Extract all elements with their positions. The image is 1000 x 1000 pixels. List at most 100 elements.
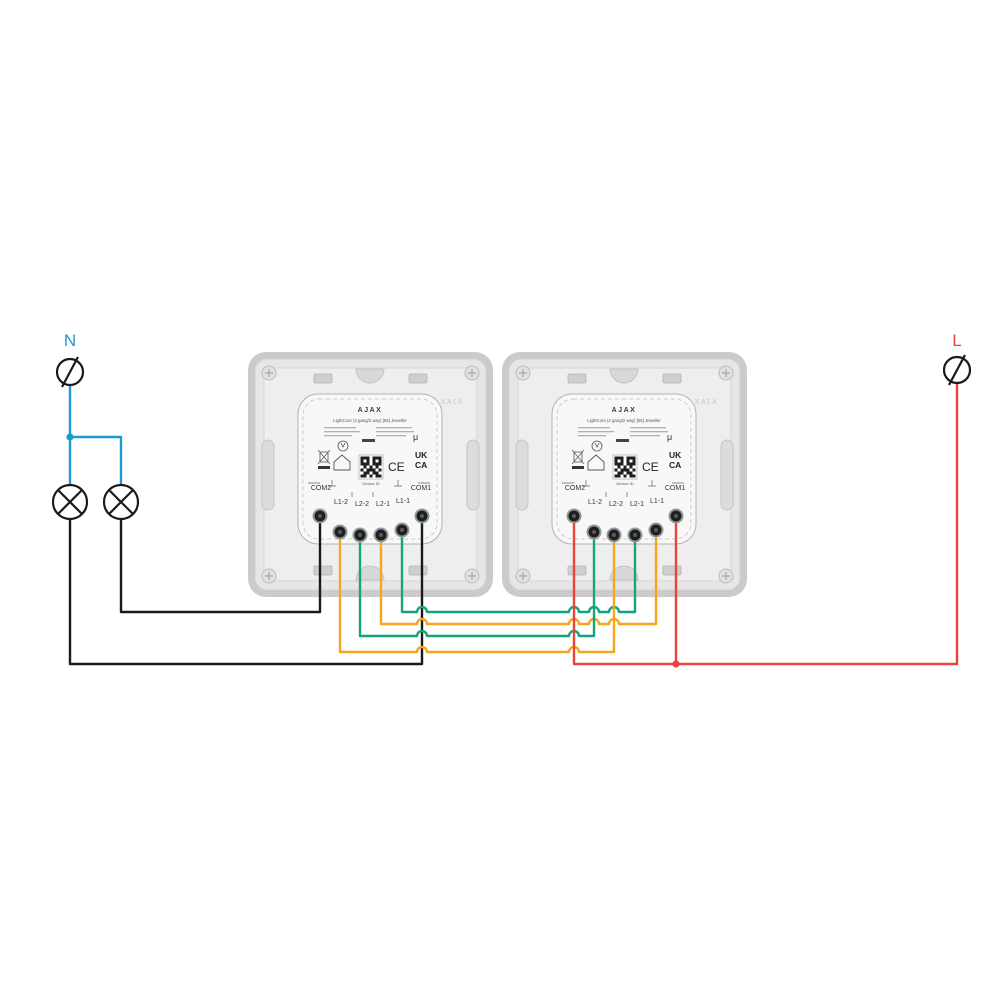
lamp-icon (102, 483, 140, 521)
spec-text-line (578, 427, 610, 429)
terminal-label-2: L2-2 (609, 501, 623, 508)
brand-logo: AJAX (612, 407, 637, 414)
qr-code-icon (612, 454, 638, 480)
mounting-slot (567, 565, 587, 576)
terminal-label-4: L1-1 (396, 498, 410, 505)
terminal-left-4 (394, 522, 410, 538)
bottom-notch (609, 565, 639, 581)
lamp-2-wire-to-left-com2 (119, 514, 322, 614)
relay-schematic (562, 480, 684, 497)
terminal-right-1 (586, 524, 602, 540)
screw-hole-icon (718, 568, 734, 584)
terminal-label-5: COM1 (665, 485, 685, 492)
terminal-label-0: COM2 (565, 485, 585, 492)
lamp-1 (51, 483, 89, 521)
weee-bin-icon (317, 449, 331, 469)
brand-logo: AJAX (358, 407, 383, 414)
terminal-right-4 (648, 522, 664, 538)
terminal-right-5 (668, 508, 684, 524)
terminal-right-2 (606, 527, 622, 543)
side-slot (720, 439, 734, 511)
ukca-mark-ca: CA (669, 460, 681, 470)
screw-hole-icon (464, 365, 480, 381)
lamp-icon (51, 483, 89, 521)
ukca-mark-uk: UK (415, 450, 428, 460)
micro-symbol: μ (667, 432, 672, 442)
terminal-left-0 (312, 508, 328, 524)
spec-text-line (376, 431, 414, 433)
mounting-slot (313, 565, 333, 576)
terminal-block-icon (55, 356, 85, 388)
terminal-left-3 (373, 527, 389, 543)
model-name: LightCore (2 gang/2 way) [55] Jeweller (333, 418, 407, 423)
terminal-label-2: L2-2 (355, 501, 369, 508)
ukca-mark-uk: UK (669, 450, 682, 460)
screw-hole-icon (718, 365, 734, 381)
mounting-slot (408, 373, 428, 384)
screw-hole-icon (515, 568, 531, 584)
terminal-right-0 (566, 508, 582, 524)
indicator-bar (362, 439, 375, 442)
relay-module: AJAX LightCore (2 gang/2 way) [55] Jewell… (551, 393, 697, 545)
terminal-label-4: L1-1 (650, 498, 664, 505)
embossed-brand-mirrored: AJAX (693, 399, 717, 406)
model-name: LightCore (2 gang/2 way) [55] Jeweller (587, 418, 661, 423)
side-slot (466, 439, 480, 511)
spec-text-line (324, 435, 352, 437)
spec-text-line (376, 435, 406, 437)
switch-devices: AJAX AJAX LightCore (2 gang/2 way) [55] Je… (248, 352, 747, 597)
terminal-right-3 (627, 527, 643, 543)
relay-schematic (308, 480, 430, 497)
switch-device-left: AJAX AJAX LightCore (2 gang/2 way) [55] Je… (248, 352, 493, 597)
device-id-label: Device ID (362, 481, 379, 486)
house-icon (333, 454, 351, 471)
screw-hole-icon (261, 568, 277, 584)
top-notch (609, 368, 639, 384)
indicator-bar (616, 439, 629, 442)
terminal-left-2 (352, 527, 368, 543)
screw-hole-icon (515, 365, 531, 381)
spec-text-line (376, 427, 412, 429)
lamp-1-wire-to-left-com1 (68, 514, 424, 666)
bottom-notch (355, 565, 385, 581)
spec-text-line (630, 435, 660, 437)
mounting-slot (567, 373, 587, 384)
spec-text-line (630, 427, 666, 429)
terminal-label-0: COM2 (311, 485, 331, 492)
relay-module: AJAX LightCore (2 gang/2 way) [55] Jewell… (297, 393, 443, 545)
lamp-2 (102, 483, 140, 521)
house-icon (587, 454, 605, 471)
traveller-green-left-l1-1-to-right-l2-1 (400, 528, 637, 614)
traveller-green-left-l2-2-to-right-l1-2 (358, 530, 596, 638)
live-label: L (952, 331, 961, 350)
neutral-junction-dot (66, 433, 74, 441)
wires (68, 382, 959, 666)
mounting-slot (662, 565, 682, 576)
spec-text-line (630, 431, 668, 433)
terminal-left-5 (414, 508, 430, 524)
spec-text-line (578, 431, 614, 433)
side-slot (515, 439, 529, 511)
mounting-slot (313, 373, 333, 384)
spec-text-line (578, 435, 606, 437)
neutral-wire-to-lamp-2 (68, 435, 123, 487)
neutral-supply: N (55, 331, 85, 388)
ce-mark: CE (388, 460, 405, 474)
screw-hole-icon (261, 365, 277, 381)
spec-text-line (324, 427, 356, 429)
terminal-label-3: L2-1 (630, 501, 644, 508)
terminal-label-1: L1-2 (334, 499, 348, 506)
circular-arrow-icon (591, 440, 603, 452)
weee-bin-icon (571, 449, 585, 469)
top-notch (355, 368, 385, 384)
terminal-label-3: L2-1 (376, 501, 390, 508)
spec-text-line (324, 431, 360, 433)
switch-device-right: AJAX AJAX LightCore (2 gang/2 way) [55] Je… (502, 352, 747, 597)
live-supply: L (942, 331, 972, 386)
embossed-brand-mirrored: AJAX (439, 399, 463, 406)
neutral-label: N (64, 331, 76, 350)
terminal-block-icon (942, 354, 972, 386)
mounting-slot (662, 373, 682, 384)
live-junction-dot (672, 660, 680, 668)
